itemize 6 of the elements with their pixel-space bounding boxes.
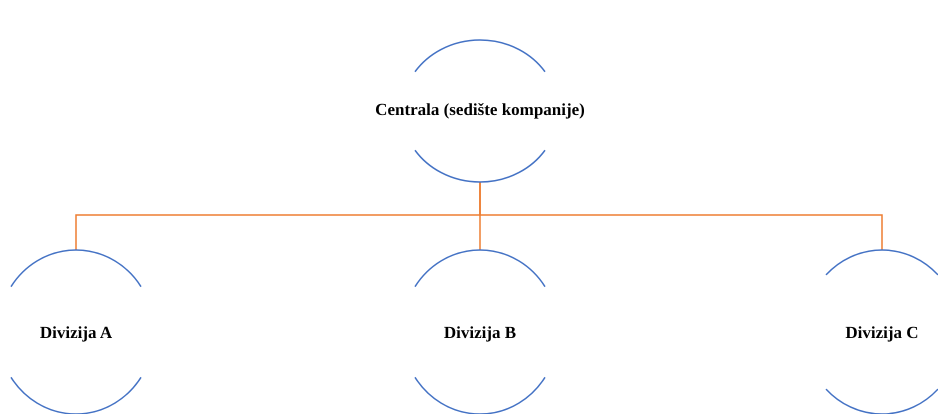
node-label: Divizija C	[845, 323, 919, 343]
node-label: Centrala (sedište kompanije)	[375, 100, 585, 120]
connector-line	[479, 182, 883, 250]
node-label: Divizija B	[444, 323, 516, 343]
node-label: Divizija A	[40, 323, 112, 343]
arc-node	[826, 250, 938, 414]
